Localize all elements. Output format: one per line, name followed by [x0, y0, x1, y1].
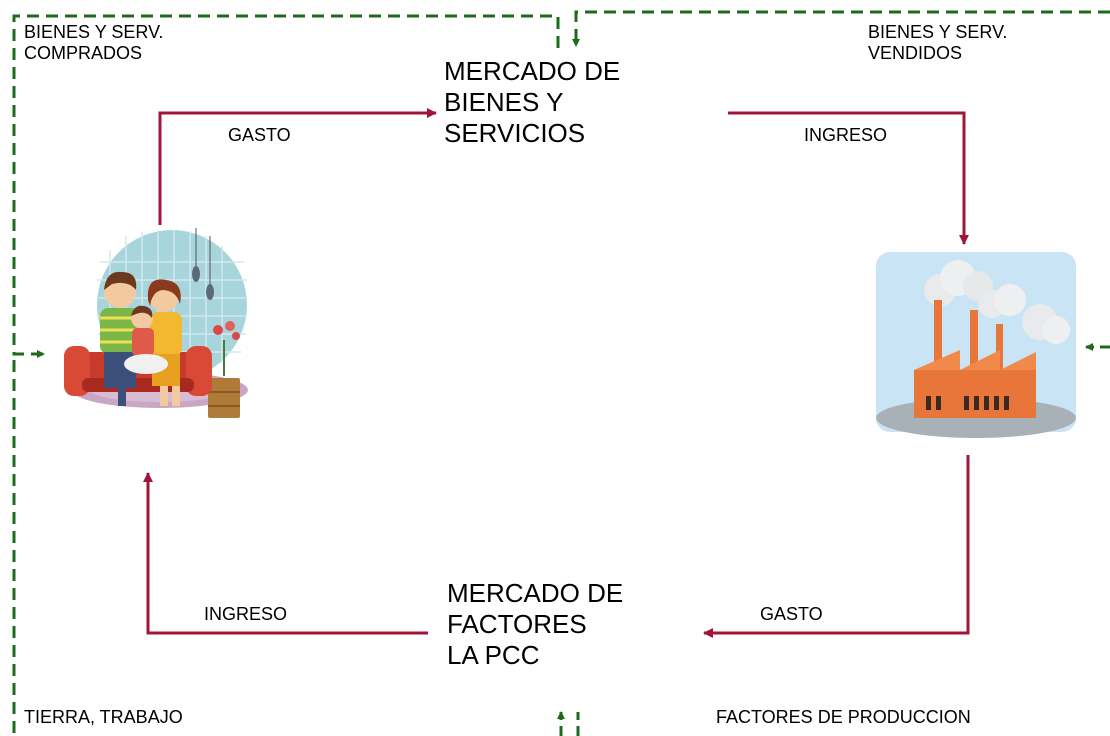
flow-arrow-household-spending [158, 108, 437, 225]
label-spending-bottom: GASTO [760, 604, 823, 624]
label-land-labor: TIERRA, TRABAJO [24, 707, 183, 727]
label-income-top: INGRESO [804, 125, 888, 145]
label-factors-production: FACTORES DE PRODUCCION [716, 707, 971, 727]
flow-dashed-goods-bought [12, 14, 560, 358]
factors-market-line3: LA PCC [447, 640, 540, 670]
label-goods-sold-line1: BIENES Y SERV. [868, 22, 1008, 42]
label-goods-bought-line2: COMPRADOS [24, 43, 143, 63]
factors-market-title: MERCADO DE FACTORES LA PCC [447, 578, 623, 671]
goods-market-line3: SERVICIOS [444, 118, 586, 148]
factors-market-line2: FACTORES [447, 609, 587, 639]
label-goods-bought-line1: BIENES Y SERV. [24, 22, 164, 42]
factory-illustration [876, 252, 1076, 438]
goods-market-line1: MERCADO DE [444, 56, 621, 86]
label-goods-bought: BIENES Y SERV. COMPRADOS [24, 22, 163, 64]
goods-market-title: MERCADO DE BIENES Y SERVICIOS [444, 56, 620, 149]
label-goods-sold-line2: VENDIDOS [868, 43, 963, 63]
flow-arrow-household-income [143, 472, 428, 635]
label-income-bottom: INGRESO [204, 604, 288, 624]
flow-arrow-firm-spending [703, 455, 970, 638]
factors-market-line1: MERCADO DE [447, 578, 624, 608]
goods-market-line2: BIENES Y [444, 87, 564, 117]
flow-arrow-firm-income [728, 111, 969, 245]
label-spending-top: GASTO [228, 125, 291, 145]
household-illustration [64, 228, 248, 418]
flow-dashed-goods-sold [572, 10, 1110, 47]
label-goods-sold: BIENES Y SERV. VENDIDOS [868, 22, 1007, 64]
